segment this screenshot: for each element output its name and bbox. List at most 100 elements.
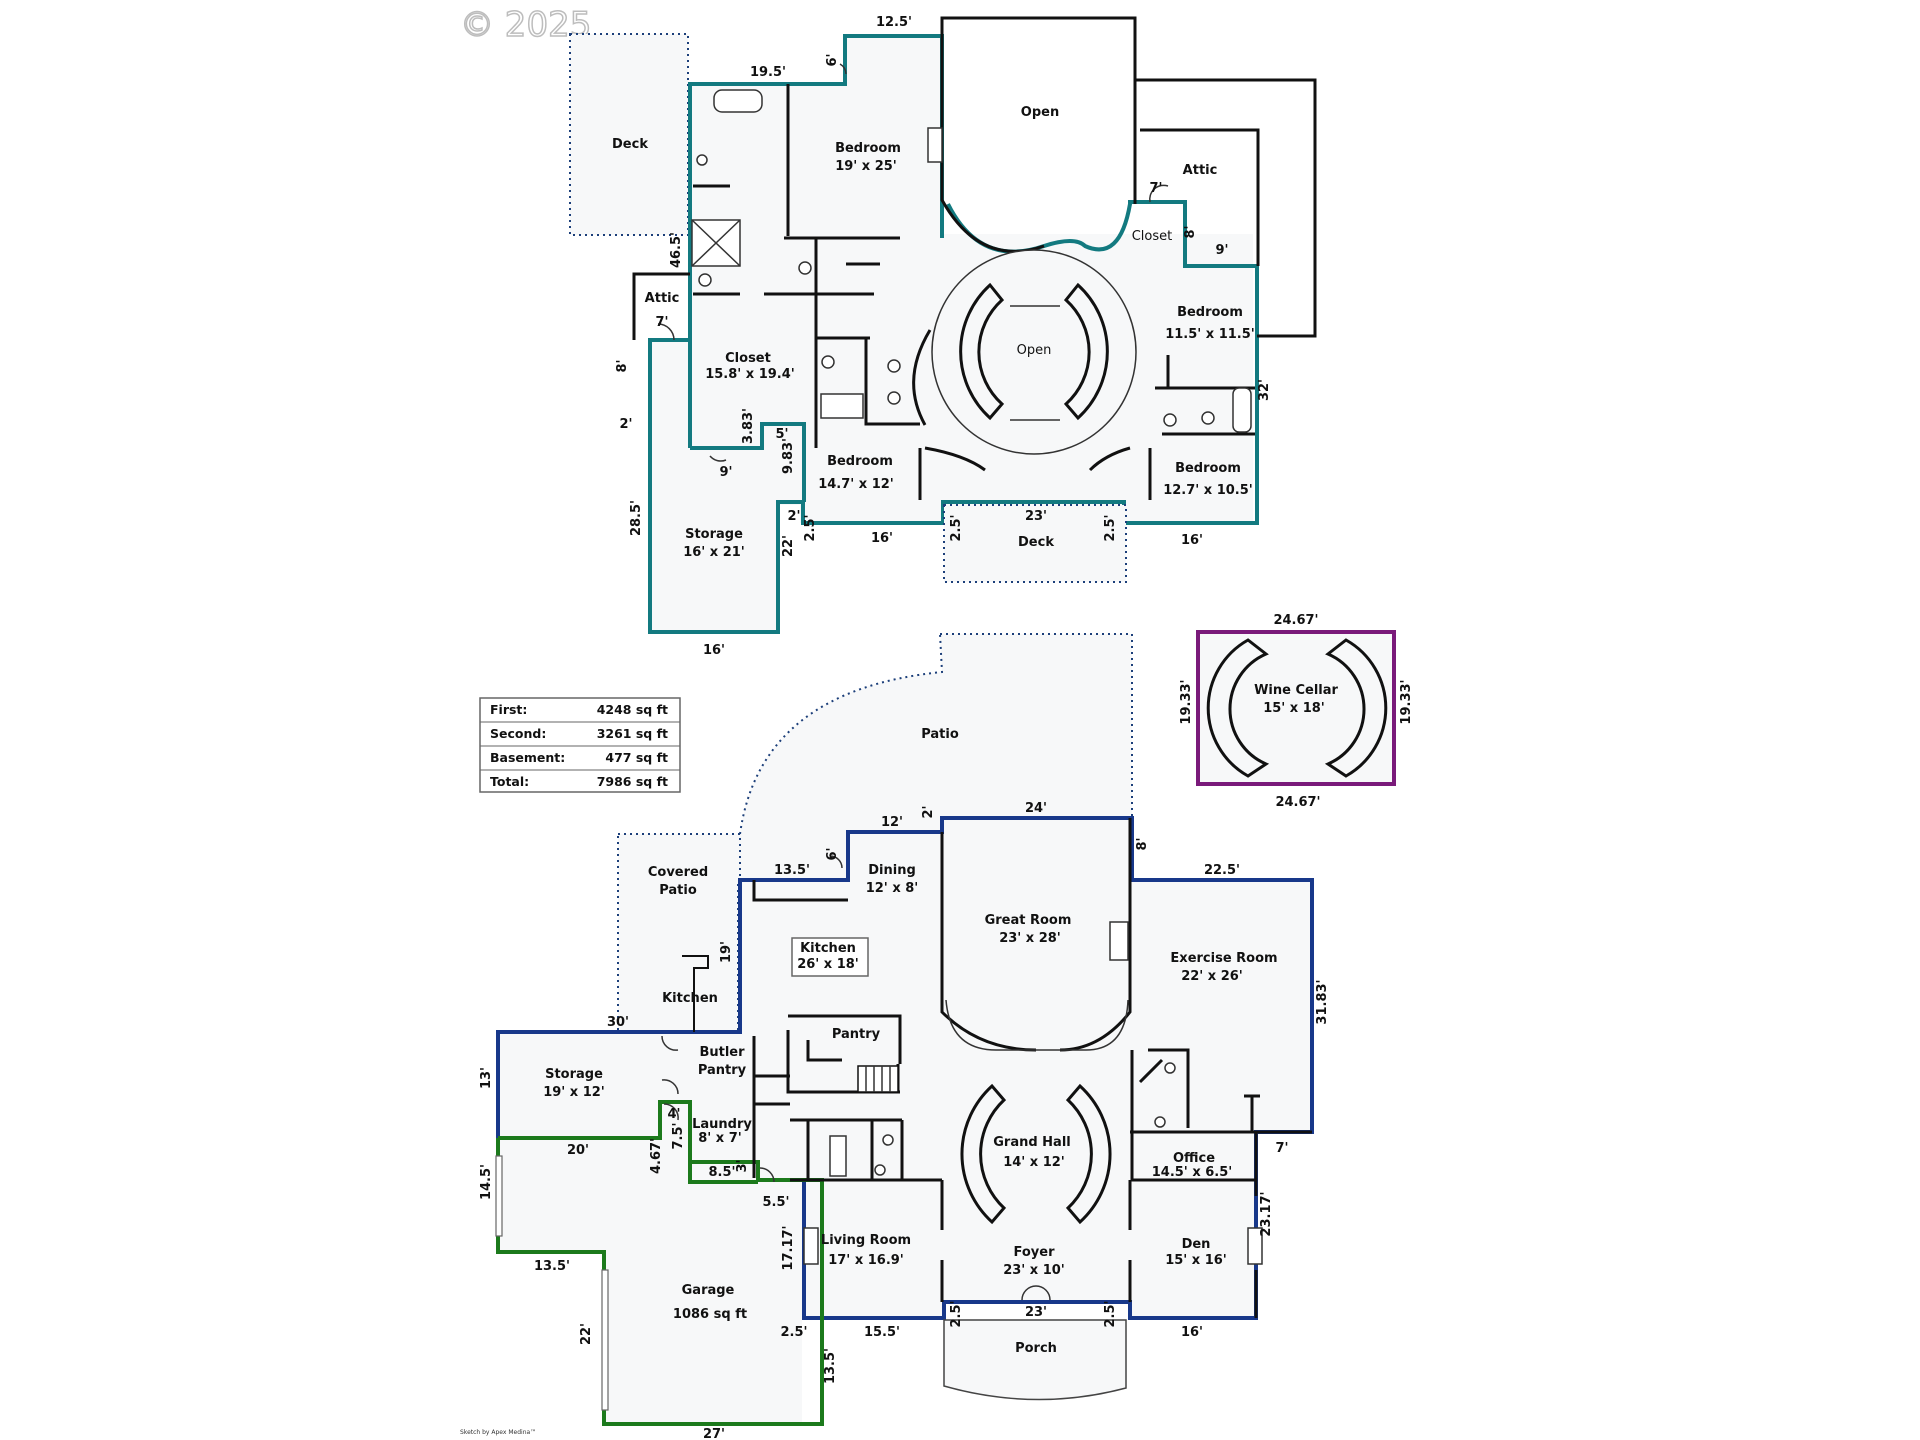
- dim-label: 12.5': [876, 15, 912, 30]
- grand-hall-size: 14' x 12': [1003, 1155, 1065, 1170]
- exercise-room-label: Exercise Room: [1170, 951, 1277, 966]
- dim-label: 31.83': [1315, 979, 1330, 1024]
- butler-pantry-label-2: Pantry: [698, 1063, 747, 1078]
- dim-label: 9.83': [781, 438, 796, 474]
- dim-label: 27': [703, 1427, 725, 1440]
- area-row-label: First:: [490, 702, 527, 717]
- storage-size: 19' x 12': [543, 1085, 605, 1100]
- dim-label: 6': [825, 53, 840, 66]
- dim-label: 2': [619, 417, 632, 432]
- dim-label: 24.67': [1275, 795, 1320, 810]
- covered-patio-label-2: Patio: [659, 883, 697, 898]
- dim-label: 3': [735, 1159, 750, 1172]
- kitchen-label: Kitchen: [800, 941, 856, 956]
- closet-right-label: Closet: [1132, 229, 1173, 244]
- dim-label: 16': [871, 531, 893, 546]
- basement: Wine Cellar 15' x 18' 24.67' 24.67' 19.3…: [1179, 613, 1414, 810]
- great-room-size: 23' x 28': [999, 931, 1061, 946]
- dim-label: 2.5': [803, 514, 818, 541]
- dim-label: 8': [1183, 225, 1198, 238]
- den-label: Den: [1182, 1237, 1211, 1252]
- dim-label: 17.17': [781, 1225, 796, 1270]
- outdoor-kitchen-label: Kitchen: [662, 991, 718, 1006]
- first-floor: Patio Covered Patio Kitchen Dining 12' x…: [479, 633, 1330, 1440]
- bedroom-3-label: Bedroom: [827, 454, 893, 469]
- dim-label: 8': [615, 359, 630, 372]
- wine-cellar-label: Wine Cellar: [1254, 683, 1338, 698]
- dim-label: 7': [1149, 181, 1162, 196]
- living-room-size: 17' x 16.9': [828, 1253, 904, 1268]
- dim-label: 19': [719, 941, 734, 963]
- open-top-label: Open: [1021, 105, 1059, 120]
- dim-label: 5.5': [762, 1195, 789, 1210]
- dim-label: 16': [1181, 533, 1203, 548]
- first-floor-outline: [738, 816, 1314, 1320]
- dim-label: 13.5': [774, 863, 810, 878]
- storage-size: 16' x 21': [683, 545, 745, 560]
- dim-label: 13.5': [534, 1259, 570, 1274]
- dim-label: 22': [579, 1323, 594, 1345]
- dim-label: 2.5': [1103, 514, 1118, 541]
- area-row-label: Total:: [490, 774, 529, 789]
- garage-label: Garage: [682, 1283, 735, 1298]
- area-row-value: 7986 sq ft: [597, 774, 668, 789]
- dim-label: 13.5': [823, 1348, 838, 1384]
- copyright-watermark: © 2025: [460, 5, 591, 45]
- dim-label: 19.33': [1399, 679, 1414, 724]
- storage-label: Storage: [545, 1067, 603, 1082]
- dim-label: 46.5': [669, 232, 684, 268]
- deck-top-label: Deck: [612, 137, 648, 152]
- closet-size: 15.8' x 19.4': [705, 367, 795, 382]
- dim-label: 2.5': [949, 1300, 964, 1327]
- wine-cellar-size: 15' x 18': [1263, 701, 1325, 716]
- dim-label: 9': [719, 465, 732, 480]
- area-summary-table: First: 4248 sq ft Second: 3261 sq ft Bas…: [479, 697, 681, 793]
- dim-label: 16': [703, 643, 725, 658]
- closet-label: Closet: [725, 351, 771, 366]
- area-row-value: 4248 sq ft: [597, 702, 668, 717]
- porch-outline: [943, 1319, 1127, 1401]
- attic-left-label: Attic: [645, 291, 680, 306]
- dim-label: 2.5': [780, 1325, 807, 1340]
- dining-size: 12' x 8': [866, 881, 919, 896]
- dim-label: 9': [1215, 243, 1228, 258]
- dim-label: 14.5': [479, 1164, 494, 1200]
- dim-label: 13': [479, 1067, 494, 1089]
- dim-label: 19.33': [1179, 679, 1194, 724]
- office-size: 14.5' x 6.5': [1152, 1165, 1233, 1180]
- area-row-label: Basement:: [490, 750, 565, 765]
- grand-hall-label: Grand Hall: [993, 1135, 1071, 1150]
- bedroom-3-size: 14.7' x 12': [818, 477, 894, 492]
- dim-label: 30': [607, 1015, 629, 1030]
- bedroom-2-label: Bedroom: [1177, 305, 1243, 320]
- dim-label: 23': [1025, 509, 1047, 524]
- laundry-label: Laundry: [692, 1117, 752, 1132]
- dim-label: 28.5': [629, 500, 644, 536]
- bedroom-4-size: 12.7' x 10.5': [1163, 483, 1253, 498]
- dim-label: 2': [921, 805, 936, 818]
- dim-label: 7': [655, 315, 668, 330]
- bedroom-2-size: 11.5' x 11.5': [1165, 327, 1255, 342]
- foyer-label: Foyer: [1014, 1245, 1056, 1260]
- dim-label: 15.5': [864, 1325, 900, 1340]
- dim-label: 12': [881, 815, 903, 830]
- area-row-value: 477 sq ft: [605, 750, 668, 765]
- dim-label: 22.5': [1204, 863, 1240, 878]
- dining-label: Dining: [868, 863, 916, 878]
- living-room-label: Living Room: [821, 1233, 911, 1248]
- second-floor: Deck Bedroom 19' x 25' Open Attic Closet…: [569, 15, 1317, 658]
- dim-label: 32': [1257, 379, 1272, 401]
- dim-label: 4.67': [649, 1138, 664, 1174]
- dim-label: 7': [1275, 1141, 1288, 1156]
- attic-right-label: Attic: [1183, 163, 1218, 178]
- dim-label: 16': [1181, 1325, 1203, 1340]
- sketch-credit: Sketch by Apex Medina™: [460, 1429, 536, 1436]
- dim-label: 23.17': [1259, 1191, 1274, 1236]
- dim-label: 20': [567, 1143, 589, 1158]
- dim-label: 8.5': [708, 1165, 735, 1180]
- dim-label: 7.5': [671, 1122, 686, 1149]
- dim-label: 19.5': [750, 65, 786, 80]
- exercise-room-size: 22' x 26': [1181, 969, 1243, 984]
- area-row-value: 3261 sq ft: [597, 726, 668, 741]
- bedroom-1-label: Bedroom: [835, 141, 901, 156]
